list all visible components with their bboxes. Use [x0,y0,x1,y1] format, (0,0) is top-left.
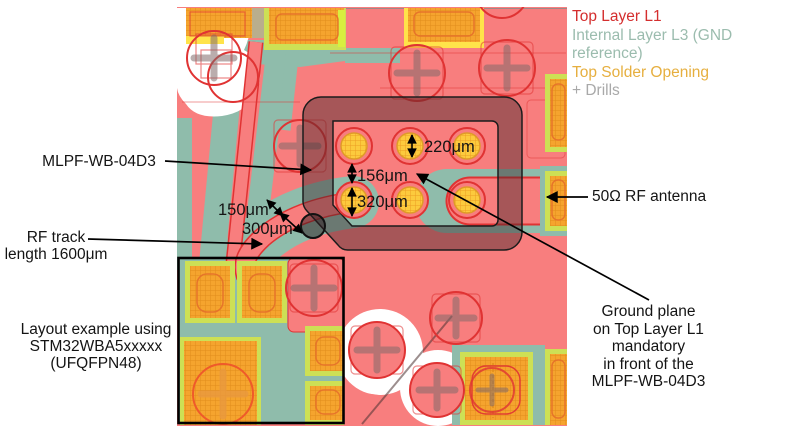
mlpf-label: MLPF-WB-04D3 [42,153,156,170]
dim-150: 150μm [218,201,269,219]
pad-inner-outlines [196,11,566,419]
legend-item-internal: Internal Layer L3 (GND reference) [572,26,733,63]
antenna-label: 50Ω RF antenna [592,188,707,205]
dim-300: 300μm [242,220,293,238]
ground-plane-arrow [415,173,650,301]
legend: Top Layer L1 Internal Layer L3 (GND refe… [572,8,800,101]
component-pin1-marker [300,213,326,239]
mlpf-arrow [164,160,313,176]
qfn-package-outline [177,256,345,425]
board-edge-line [361,315,453,425]
mlpf-pads [335,127,486,219]
rf-track-arrow [87,237,264,250]
dimension-annotations [266,134,417,234]
dim-156: 156μm [357,167,408,185]
callout-arrows [87,160,650,301]
mlpf-component-outline [300,96,523,251]
drill-crosses [190,34,531,420]
vias [186,7,536,425]
legend-item-drills: + Drills [572,82,620,100]
ground-plane-label: Ground plane on Top Layer L1 mandatory i… [591,303,706,390]
diagonal-tracks [225,41,264,264]
dimension-labels: 220μm 156μm 320μm 150μm 300μm [218,138,475,238]
pcb-art: 220μm 156μm 320μm 150μm 300μm [177,7,567,426]
rf-track-label: RF track length 1600μm [4,229,108,263]
legend-item-solder: Top Solder Opening [572,63,710,81]
dim-320: 320μm [357,193,408,211]
dim-220: 220μm [424,138,475,156]
layout-example-label: Layout example using STM32WBA5xxxxx (UFQ… [20,321,172,372]
legend-item-top-layer: Top Layer L1 [572,8,662,25]
